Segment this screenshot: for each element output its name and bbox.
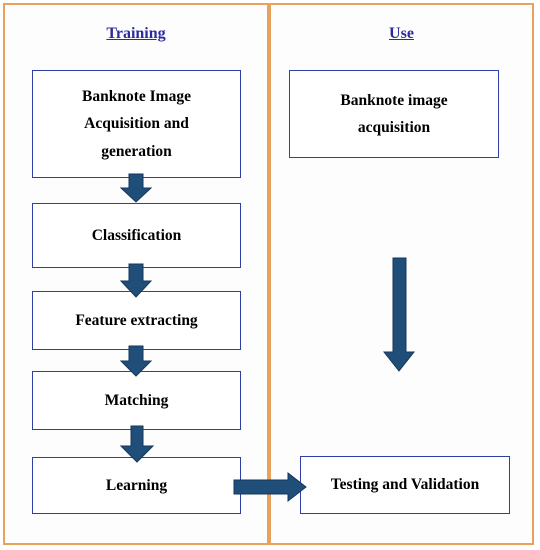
box-learning: Learning: [32, 457, 241, 514]
arrow-down-4: [119, 425, 155, 463]
box-use-acquisition: Banknote image acquisition: [289, 70, 499, 158]
box-classification: Classification: [32, 203, 241, 268]
arrow-right-to-testing: [233, 471, 307, 503]
training-title: Training: [106, 25, 166, 42]
arrow-use-down: [382, 257, 416, 372]
arrow-down-2: [119, 263, 153, 298]
box-matching: Matching: [32, 371, 241, 430]
use-title: Use: [389, 25, 414, 42]
arrow-down-3: [119, 345, 153, 377]
box-acquisition-generation: Banknote Image Acquisition and generatio…: [32, 70, 241, 178]
box-testing-validation: Testing and Validation: [300, 456, 510, 514]
arrow-down-1: [119, 173, 153, 203]
